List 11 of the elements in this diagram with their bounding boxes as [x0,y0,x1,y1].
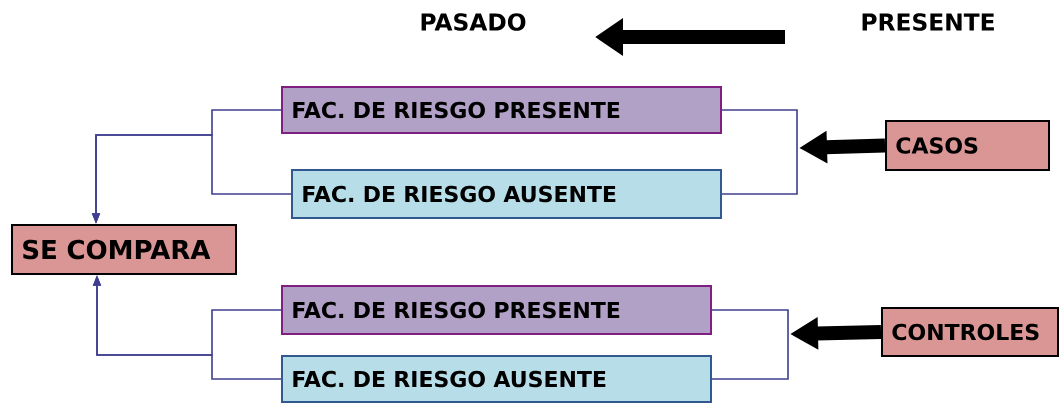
factor-box: FAC. DE RIESGO AUSENTE [281,355,712,403]
group-box: CASOS [885,120,1050,171]
heading-text: PRESENTE [862,13,994,31]
heading-text: PASADO [421,13,526,31]
bracket-line [711,309,789,380]
factor-box: FAC. DE RIESGO PRESENTE [281,86,722,134]
group-box: CONTROLES [881,307,1059,357]
factor-box: FAC. DE RIESGO AUSENTE [291,169,722,219]
result-box: SE COMPARA [11,224,237,275]
factor-box: FAC. DE RIESGO PRESENTE [281,285,712,335]
bracket-line [721,109,798,195]
